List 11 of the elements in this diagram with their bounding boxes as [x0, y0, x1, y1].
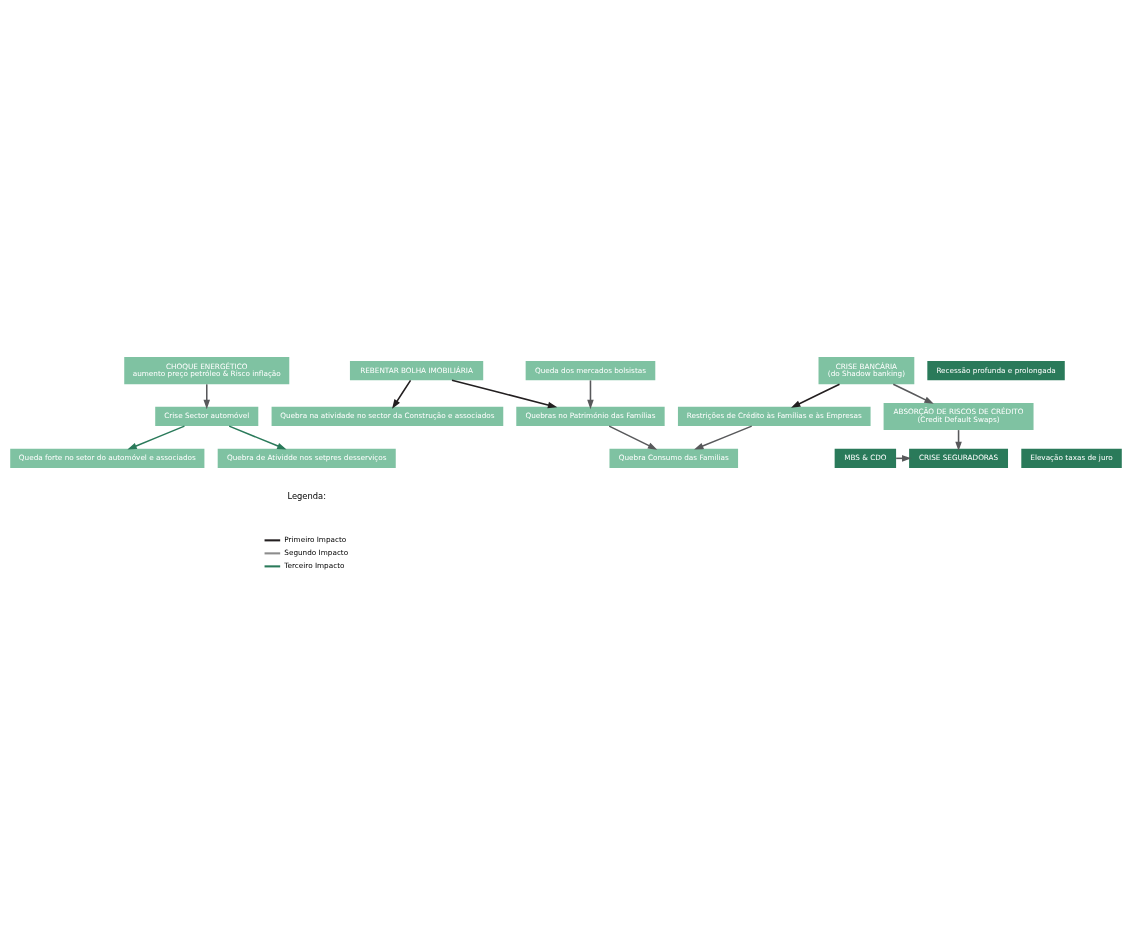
arrow [228, 424, 287, 450]
arrow [203, 383, 211, 409]
arrow [392, 379, 412, 409]
arrow [587, 379, 594, 409]
label: Legenda: [287, 490, 326, 501]
arrow [608, 424, 658, 450]
arrow [791, 382, 841, 408]
arrow [127, 424, 186, 450]
arrow [892, 382, 934, 404]
arrow [451, 379, 558, 408]
arrow [694, 424, 753, 450]
